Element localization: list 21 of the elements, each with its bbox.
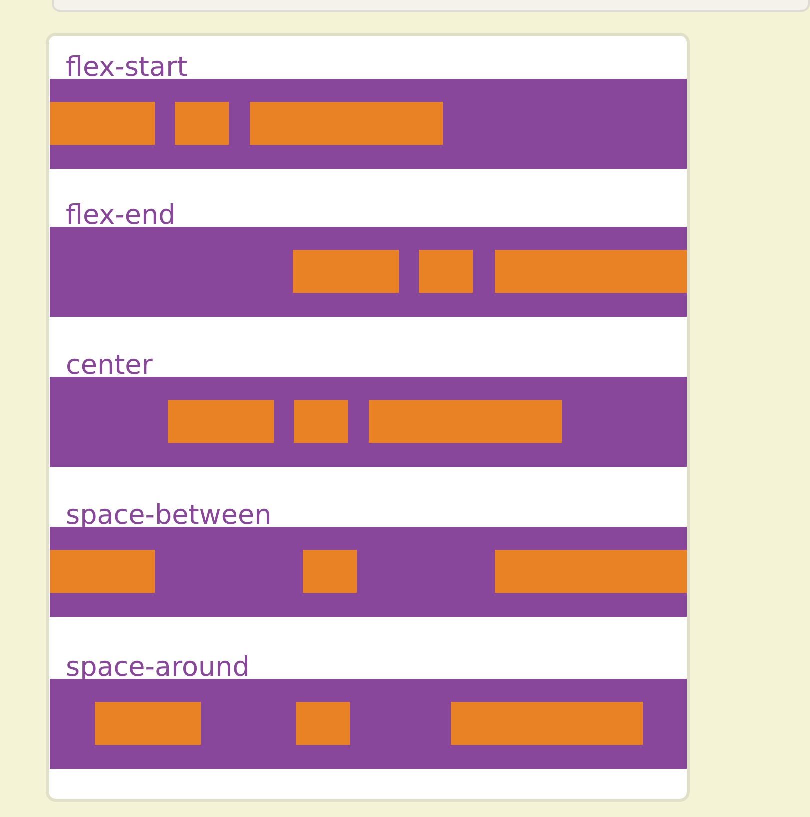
flex-item <box>369 400 562 443</box>
flex-item <box>175 102 229 145</box>
flex-item <box>50 550 155 593</box>
flex-item <box>495 250 687 293</box>
flex-item <box>419 250 473 293</box>
flex-item <box>293 250 399 293</box>
flex-item <box>50 102 155 145</box>
row-label: space-between <box>66 502 272 529</box>
flex-item <box>451 702 643 745</box>
flex-item <box>296 702 350 745</box>
row-label: flex-start <box>66 54 188 81</box>
flex-item <box>495 550 687 593</box>
row-label: flex-end <box>66 202 176 229</box>
row-label: center <box>66 352 153 379</box>
card-panel <box>46 33 690 802</box>
flex-item <box>95 702 201 745</box>
flex-item <box>303 550 357 593</box>
flex-item <box>294 400 348 443</box>
flex-item <box>168 400 274 443</box>
flex-item <box>250 102 443 145</box>
row-label: space-around <box>66 654 250 681</box>
